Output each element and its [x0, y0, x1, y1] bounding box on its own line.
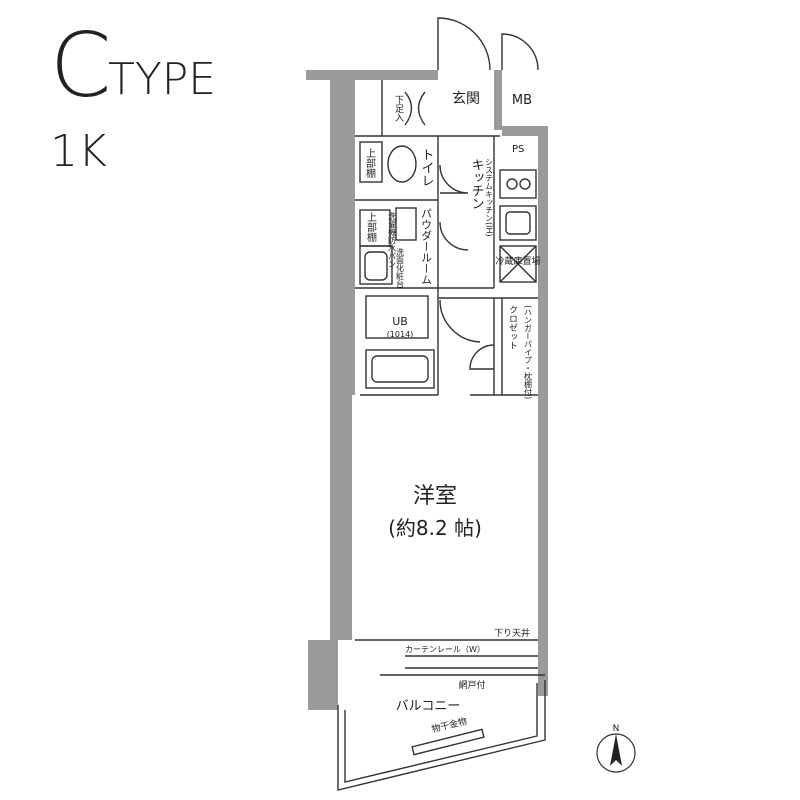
toilet-label: トイレ	[419, 148, 434, 187]
ub-size-label: (1014)	[387, 330, 414, 339]
system-kitchen-label: システムキッチン(IH)	[485, 158, 494, 237]
kitchen-label: キッチン	[469, 158, 484, 210]
entrance-label: 玄関	[452, 90, 480, 107]
mb-label: MB	[512, 93, 532, 108]
drying-rack-label: 物干金物	[430, 715, 468, 735]
closet-label: クロゼット	[507, 305, 518, 350]
toilet-cabinet-label: 上部棚	[364, 148, 376, 179]
type-label: TYPE	[108, 54, 217, 105]
walls	[306, 70, 548, 710]
screen-door-label: 網戸付	[458, 679, 485, 691]
ps-label: PS	[512, 144, 524, 155]
western-room-label: 洋室	[413, 484, 457, 509]
shoe-cabinet-label: 下足入	[393, 95, 404, 122]
washer-pan-label: 洗濯機防水パン	[388, 211, 397, 268]
fridge-label: 冷蔵庫置場	[495, 255, 540, 267]
lowered-ceiling-label: 下り天井	[494, 627, 530, 639]
compass-icon: N	[596, 724, 636, 773]
type-letter: C	[50, 14, 111, 117]
vanity-label: 洗面化粧台	[396, 247, 405, 289]
closet-note-label: (ハンガーパイプ・枕棚付)	[524, 305, 533, 399]
curtain-rail-label: カーテンレール（W）	[405, 645, 485, 654]
powder-cabinet-label: 上部棚	[365, 212, 377, 243]
ub-label: UB	[392, 315, 408, 328]
layout-label: 1K	[50, 126, 107, 177]
western-room-size: (約8.2 帖)	[388, 516, 482, 540]
powder-room-label: パウダールーム	[420, 208, 433, 285]
north-label: N	[613, 724, 620, 734]
balcony-label: バルコニー	[396, 699, 461, 714]
